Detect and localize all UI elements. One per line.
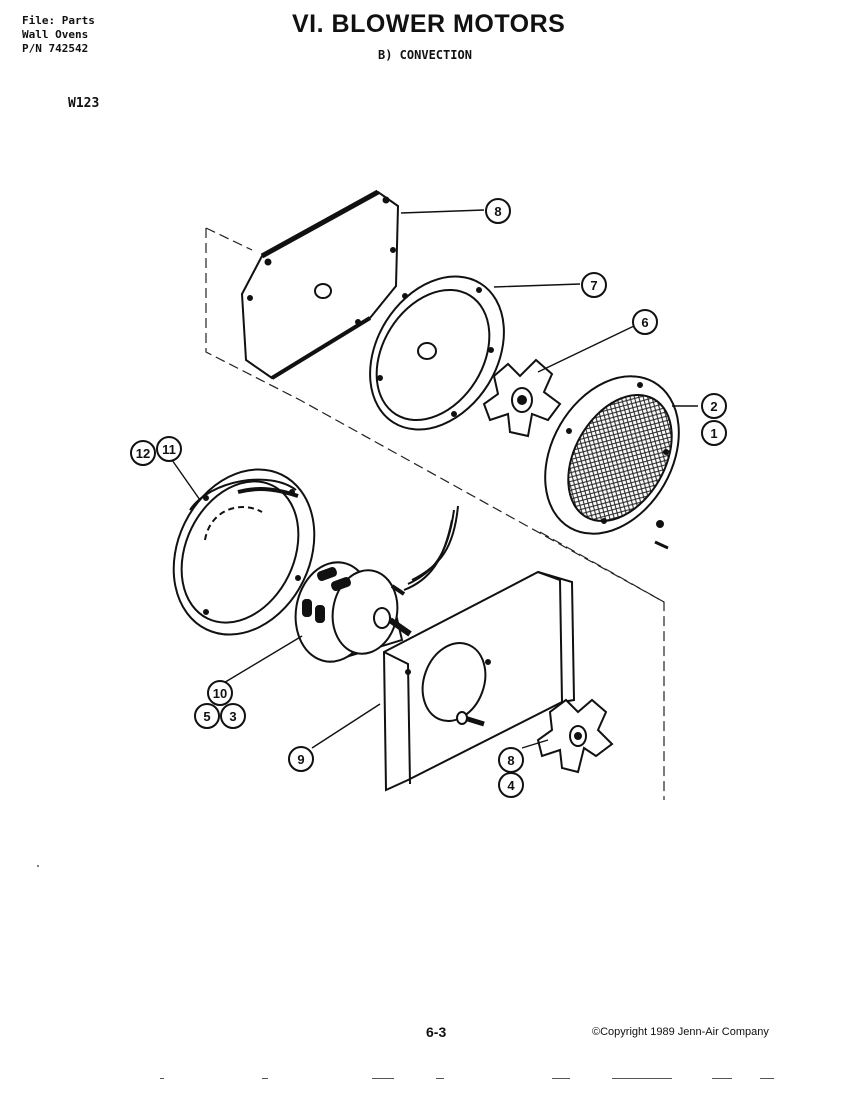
callout-8-top: 8 bbox=[485, 198, 511, 224]
svg-text:8: 8 bbox=[494, 204, 501, 219]
svg-text:6: 6 bbox=[641, 315, 648, 330]
callout-leaders bbox=[171, 209, 698, 749]
fan-blade-lower bbox=[536, 698, 614, 774]
svg-text:4: 4 bbox=[507, 778, 515, 793]
page-number: 6-3 bbox=[426, 1024, 447, 1040]
gasket-ring bbox=[369, 275, 505, 431]
callout-4: 4 bbox=[498, 772, 524, 798]
callout-9: 9 bbox=[288, 746, 314, 772]
file-label: File: Parts bbox=[22, 14, 95, 27]
fan-blade-upper bbox=[482, 358, 562, 438]
page-subtitle: B) CONVECTION bbox=[378, 48, 472, 62]
scan-artifacts bbox=[37, 865, 774, 1079]
assembly-outline bbox=[205, 227, 665, 800]
blower-housing bbox=[172, 468, 316, 636]
callout-1: 1 bbox=[701, 420, 727, 446]
page-title: VI. BLOWER MOTORS bbox=[292, 10, 566, 38]
copyright-notice: ©Copyright 1989 Jenn-Air Company bbox=[592, 1026, 769, 1038]
svg-text:1: 1 bbox=[710, 426, 717, 441]
callout-8-bottom: 8 bbox=[498, 747, 524, 773]
front-grille-cover bbox=[544, 375, 680, 550]
callout-10: 10 bbox=[207, 680, 233, 706]
callout-5: 5 bbox=[194, 703, 220, 729]
callout-11: 11 bbox=[156, 436, 182, 462]
motor-mount-bracket bbox=[382, 570, 576, 792]
rear-baffle-plate bbox=[240, 189, 400, 380]
svg-text:8: 8 bbox=[507, 753, 514, 768]
blower-motor bbox=[294, 505, 459, 663]
svg-text:10: 10 bbox=[213, 686, 227, 701]
svg-text:3: 3 bbox=[229, 709, 236, 724]
callout-3: 3 bbox=[220, 703, 246, 729]
svg-text:12: 12 bbox=[136, 446, 150, 461]
callout-7: 7 bbox=[581, 272, 607, 298]
svg-text:9: 9 bbox=[297, 752, 304, 767]
svg-text:7: 7 bbox=[590, 278, 597, 293]
callout-2: 2 bbox=[701, 393, 727, 419]
model-number: W123 bbox=[68, 96, 100, 111]
callout-6: 6 bbox=[632, 309, 658, 335]
callout-12: 12 bbox=[130, 440, 156, 466]
svg-text:11: 11 bbox=[162, 442, 176, 457]
svg-text:2: 2 bbox=[710, 399, 717, 414]
part-number-label: P/N 742542 bbox=[22, 42, 89, 55]
document-meta: File: Parts Wall Ovens P/N 742542 bbox=[22, 14, 95, 56]
svg-text:5: 5 bbox=[203, 709, 210, 724]
category-label: Wall Ovens bbox=[22, 28, 89, 41]
